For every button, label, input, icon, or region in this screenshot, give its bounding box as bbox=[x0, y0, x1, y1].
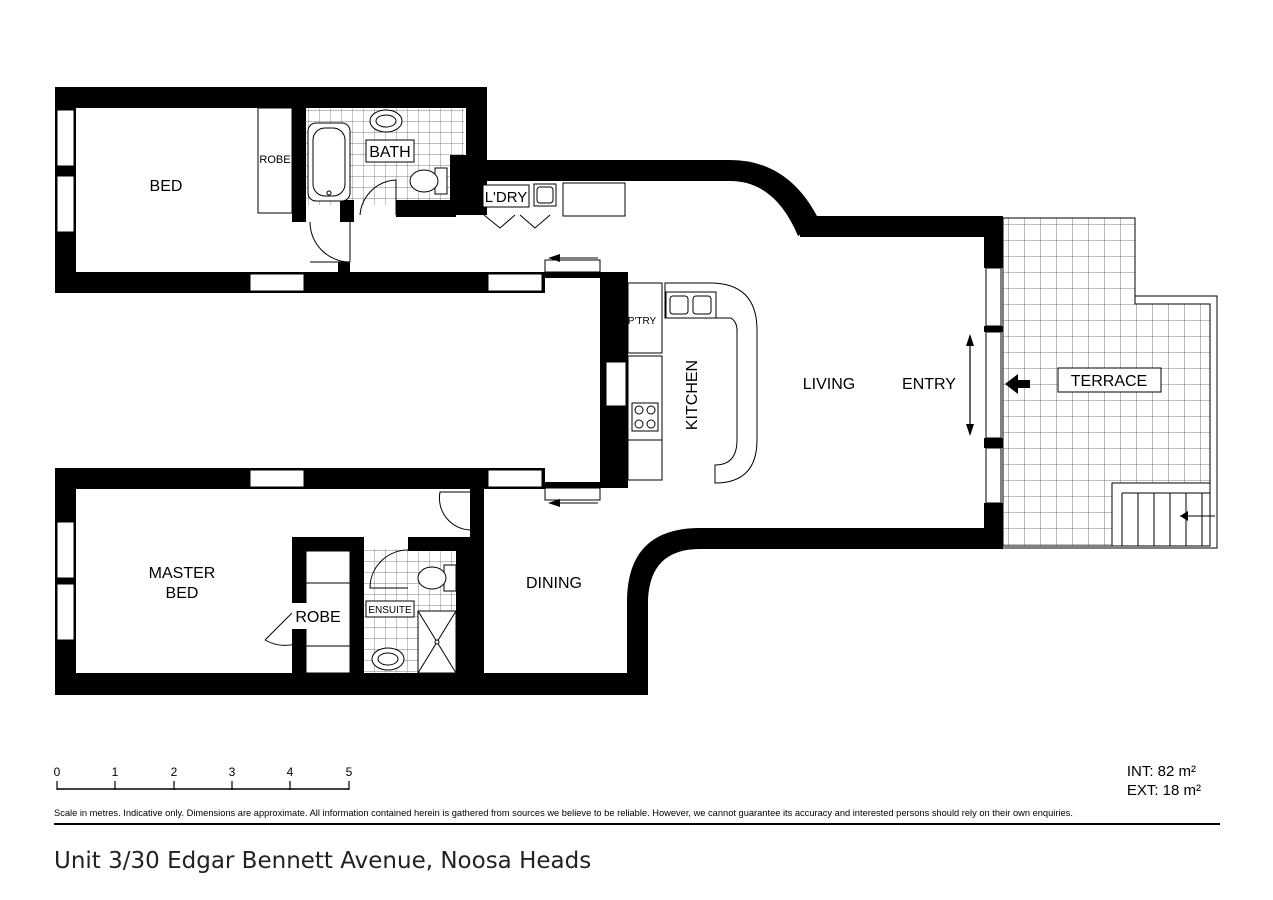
scale-tick-3: 3 bbox=[229, 765, 236, 779]
room-label-master-bed-line2: BED bbox=[166, 585, 199, 602]
room-label-entry: ENTRY bbox=[902, 376, 956, 393]
room-label-bath: BATH bbox=[369, 144, 410, 161]
entry-arrow-icon bbox=[1005, 374, 1030, 394]
robe-units bbox=[257, 107, 626, 674]
room-label-terrace: TERRACE bbox=[1071, 373, 1147, 390]
property-address: Unit 3/30 Edgar Bennett Avenue, Noosa He… bbox=[54, 848, 592, 874]
fixtures bbox=[307, 109, 758, 674]
room-label-bed: BED bbox=[150, 178, 183, 195]
terrace-stairs bbox=[1111, 482, 1215, 547]
room-label-living: LIVING bbox=[803, 376, 855, 393]
room-label-kitchen: KITCHEN bbox=[684, 360, 701, 430]
scale-tick-5: 5 bbox=[346, 765, 353, 779]
sliding-doors bbox=[544, 254, 601, 507]
scale-tick-1: 1 bbox=[112, 765, 119, 779]
entry-markers bbox=[966, 334, 1030, 436]
internal-area: INT: 82 m² bbox=[1126, 763, 1196, 780]
disclaimer-text: Scale in metres. Indicative only. Dimens… bbox=[54, 808, 1073, 818]
room-label-pantry: P'TRY bbox=[628, 316, 657, 327]
room-label-laundry: L'DRY bbox=[485, 189, 528, 206]
stair-arrow-icon bbox=[1180, 511, 1188, 521]
scale-tick-2: 2 bbox=[171, 765, 178, 779]
scale-tick-0: 0 bbox=[54, 765, 61, 779]
room-label-master-robe: ROBE bbox=[295, 609, 340, 626]
scale-tick-4: 4 bbox=[287, 765, 294, 779]
area-summary: INT: 82 m² EXT: 18 m² bbox=[1127, 762, 1201, 800]
external-area: EXT: 18 m² bbox=[1126, 782, 1201, 799]
walls bbox=[55, 87, 1003, 695]
windows bbox=[56, 109, 1002, 641]
room-label-robe: ROBE bbox=[259, 154, 290, 166]
floor-plan: BED ROBE BATH L'DRY P'TRY KITCHEN LIVING… bbox=[54, 87, 1218, 790]
scale-bar: 0 1 2 3 4 5 bbox=[54, 765, 353, 790]
room-label-master-bed-line1: MASTER bbox=[149, 565, 216, 582]
room-labels: BED ROBE BATH L'DRY P'TRY KITCHEN LIVING… bbox=[149, 144, 1148, 626]
room-label-dining: DINING bbox=[526, 575, 582, 592]
divider-line bbox=[54, 823, 1220, 825]
room-label-ensuite: ENSUITE bbox=[368, 605, 412, 616]
